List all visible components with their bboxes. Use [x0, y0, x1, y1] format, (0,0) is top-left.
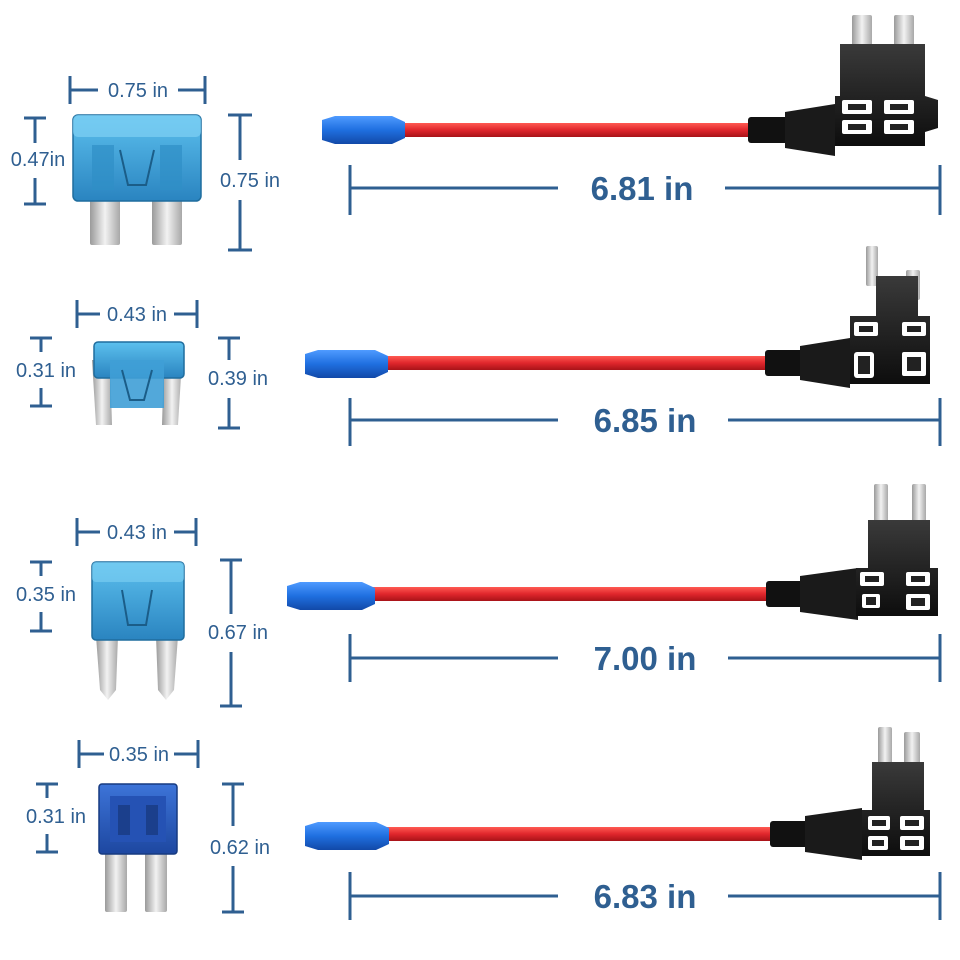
- fuse-body-height-label: 0.31 in: [16, 360, 76, 382]
- fuse-body-height-label: 0.35 in: [16, 584, 76, 606]
- cable-length-dimension: [348, 398, 942, 446]
- micro2-blade-fuse: [98, 783, 178, 912]
- cable-length-label: 6.85 in: [594, 402, 697, 439]
- fuse-total-height-dimension: [228, 113, 252, 252]
- fuse-total-height-dimension: [218, 336, 240, 430]
- fuse-width-dimension: [77, 740, 200, 768]
- cable-length-label: 7.00 in: [594, 640, 697, 677]
- cable-length-label: 6.83 in: [594, 878, 697, 915]
- row-low-profile-mini: 0.43 in 0.31 in 0.39 in: [16, 246, 942, 446]
- fuse-total-height-label: 0.75 in: [220, 170, 280, 192]
- fuse-body-height-label: 0.47in: [11, 149, 66, 171]
- cable-length-dimension: [348, 165, 942, 215]
- fuse-tap-cable: [287, 484, 938, 620]
- row-micro2: 0.35 in 0.31 in 0.62 in: [26, 727, 942, 920]
- fuse-width-label: 0.43 in: [107, 522, 167, 544]
- fuse-tap-cable: [322, 15, 938, 156]
- fuse-total-height-label: 0.67 in: [208, 622, 268, 644]
- fuse-width-label: 0.43 in: [107, 304, 167, 326]
- fuse-tap-cable: [305, 727, 930, 860]
- fuse-body-height-dimension: [30, 336, 52, 408]
- fuse-width-dimension: [75, 518, 198, 546]
- fuse-total-height-dimension: [220, 558, 242, 708]
- standard-blade-fuse: [72, 114, 202, 245]
- mini-blade-fuse: [91, 561, 185, 700]
- fuse-width-dimension: [68, 76, 207, 104]
- fuse-total-height-label: 0.62 in: [210, 837, 270, 859]
- fuse-body-height-label: 0.31 in: [26, 806, 86, 828]
- fuse-width-dimension: [75, 300, 199, 328]
- fuse-width-label: 0.35 in: [109, 744, 169, 766]
- fuse-total-height-label: 0.39 in: [208, 368, 268, 390]
- row-standard: 0.75 in 0.47in 0.75 in: [11, 15, 942, 252]
- cable-length-dimension: [348, 634, 942, 682]
- row-mini: 0.43 in 0.35 in 0.67 in: [16, 484, 942, 708]
- fuse-width-label: 0.75 in: [108, 80, 168, 102]
- fuse-body-height-dimension: [24, 116, 46, 206]
- fuse-total-height-dimension: [222, 782, 244, 914]
- cable-length-label: 6.81 in: [591, 170, 694, 207]
- low-profile-mini-fuse: [92, 341, 185, 425]
- cable-length-dimension: [348, 872, 942, 920]
- fuse-tap-cable: [305, 246, 930, 388]
- fuse-body-height-dimension: [36, 782, 58, 854]
- fuse-body-height-dimension: [30, 560, 52, 633]
